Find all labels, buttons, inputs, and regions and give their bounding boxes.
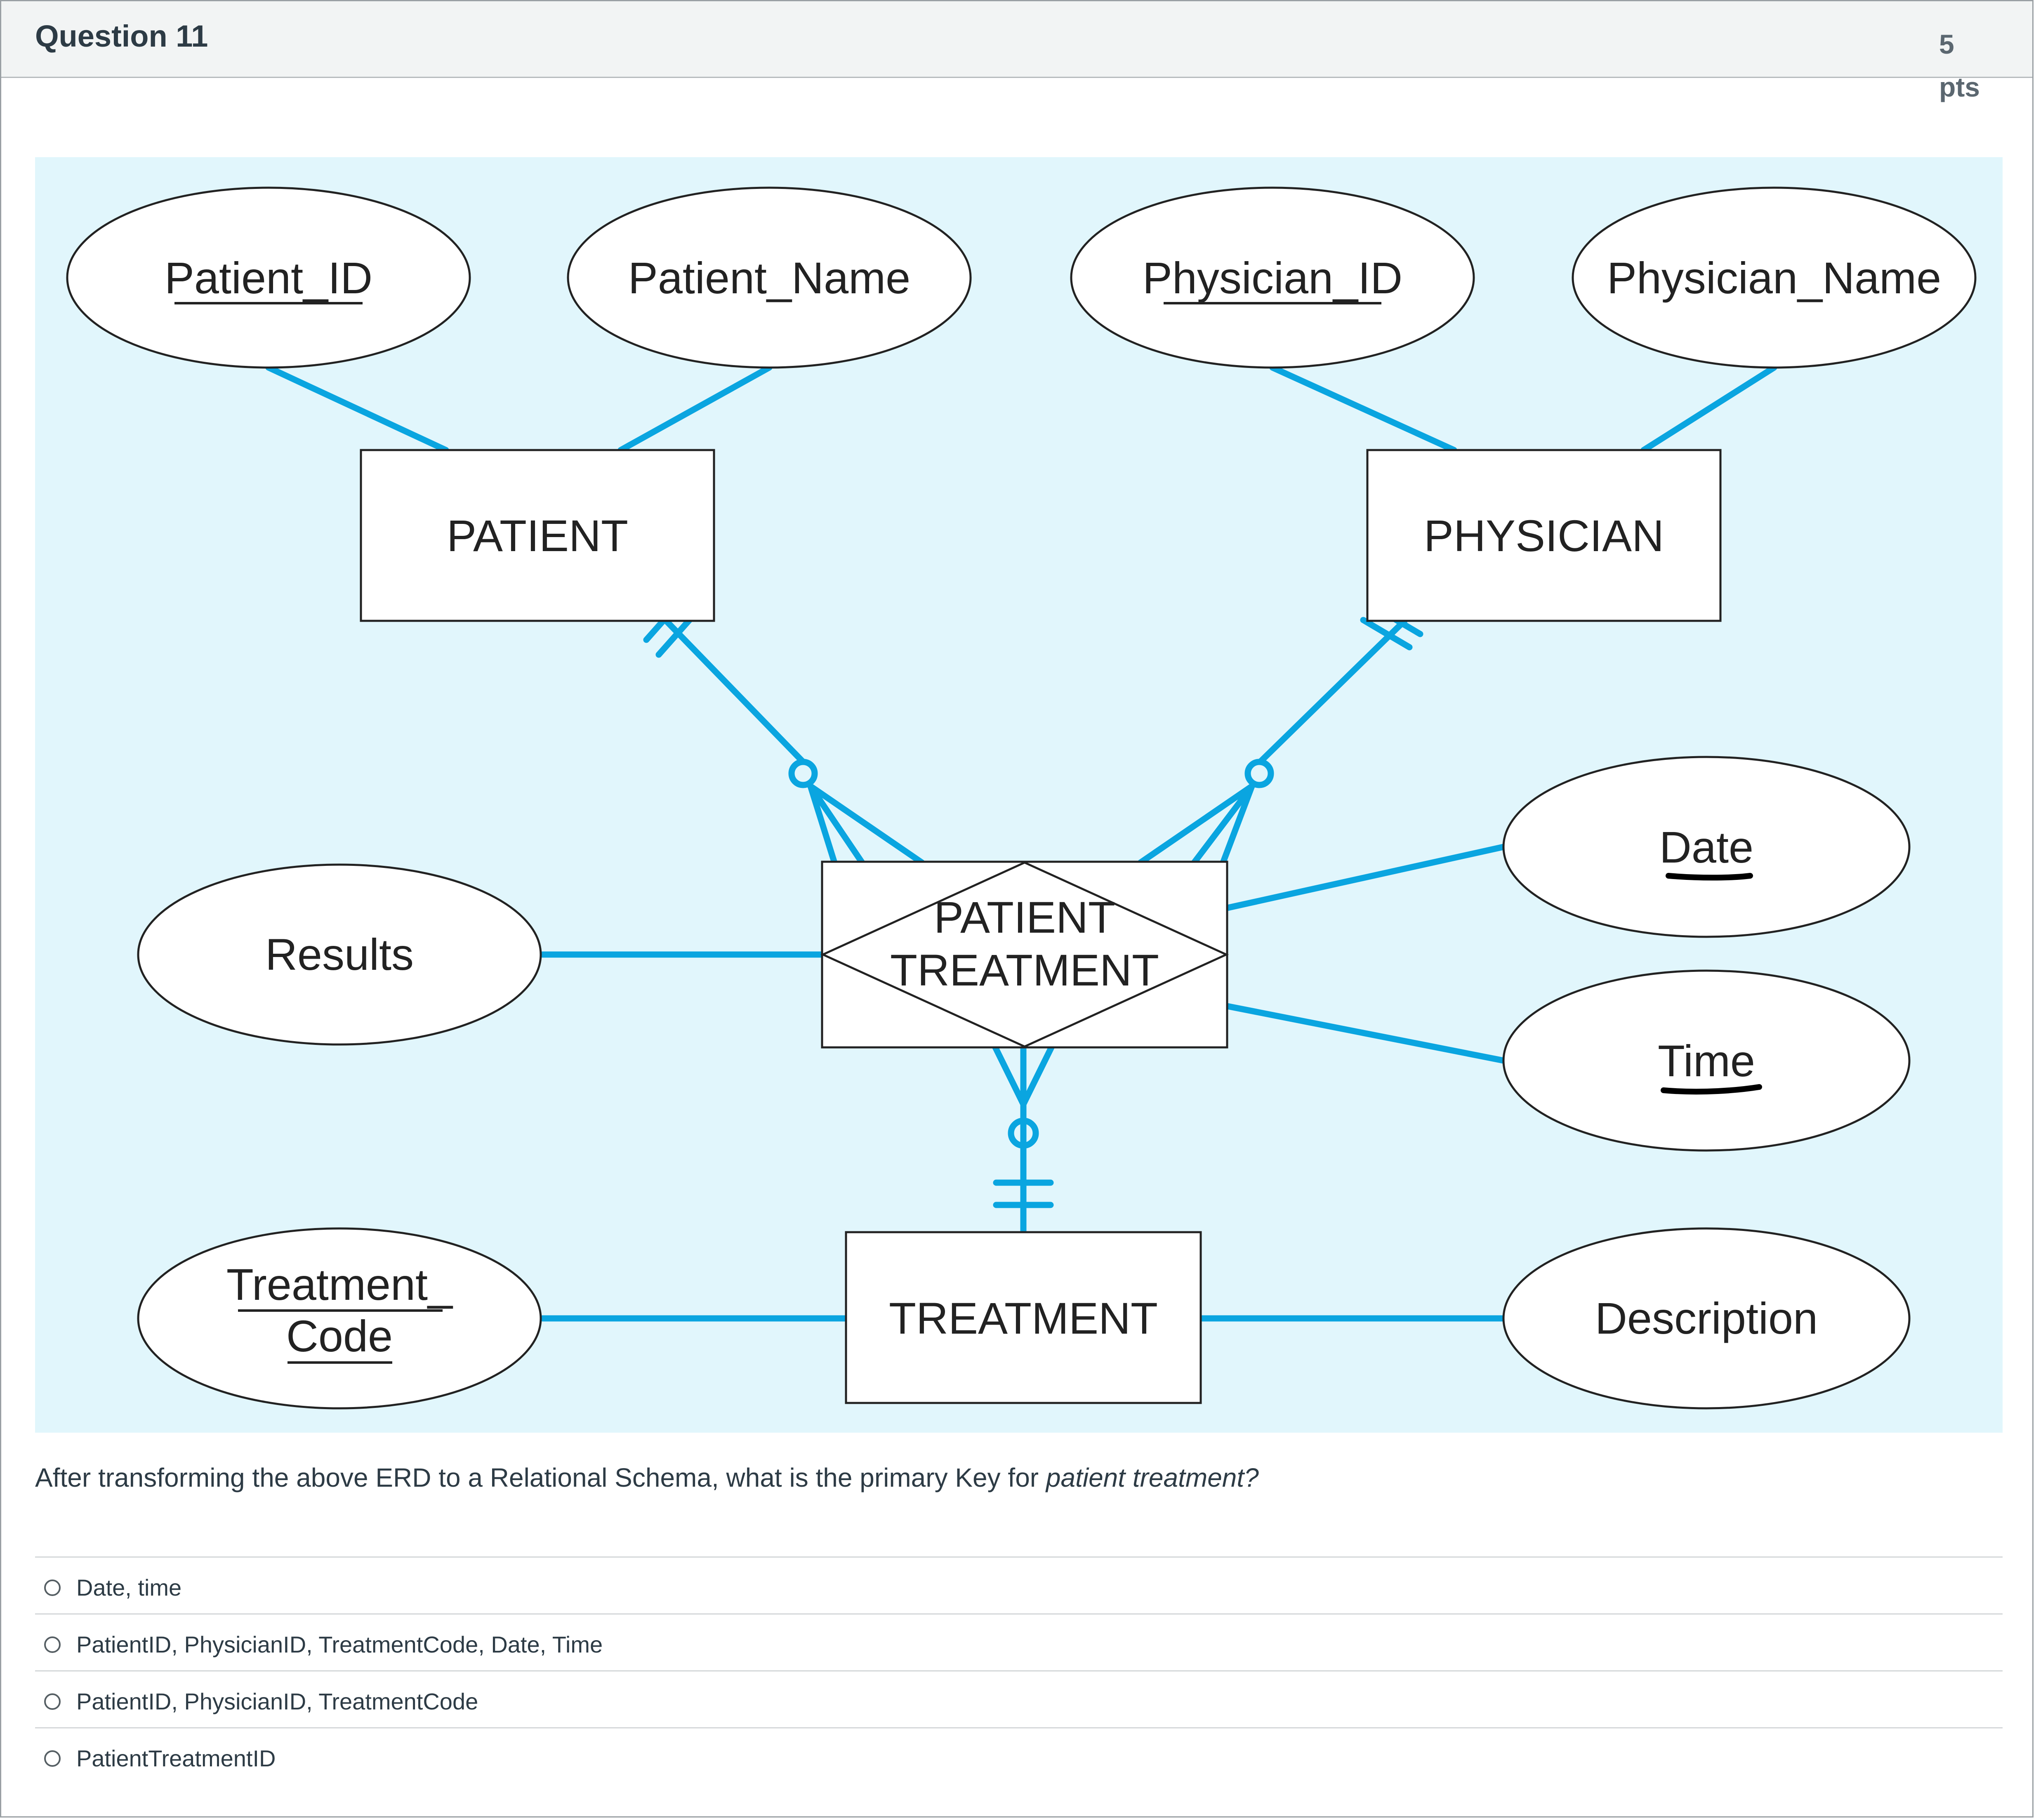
line-patient-id (265, 364, 449, 453)
erd-shapes (66, 186, 1977, 1410)
patient-crowfoot-right (807, 783, 925, 866)
erd-diagram: Patient_ID Patient_Name Physician_ID Phy… (35, 157, 2003, 1433)
question-header: Question 11 5 pts (1, 1, 2032, 102)
answer-label: PatientID, PhysicianID, TreatmentCode (76, 1688, 478, 1714)
label-physician-name: Physician_Name (1607, 253, 1941, 303)
attribute-patient-id (66, 186, 471, 369)
answer-label: PatientID, PhysicianID, TreatmentCode, D… (76, 1631, 603, 1657)
answer-option-3[interactable]: PatientID, PhysicianID, TreatmentCode (35, 1670, 2003, 1727)
label-patient-id: Patient_ID (165, 253, 372, 303)
label-results: Results (265, 929, 414, 979)
treatment-crowfoot-left (992, 1044, 1027, 1108)
label-entity-patient: PATIENT (447, 511, 628, 561)
line-date (1224, 844, 1507, 911)
attribute-physician-name (1572, 186, 1977, 369)
patient-crowfoot-left (807, 783, 838, 866)
attribute-description (1502, 1227, 1911, 1410)
radio-button[interactable] (44, 1693, 61, 1710)
label-description: Description (1595, 1293, 1818, 1343)
physician-mandatory-bar-2 (1360, 617, 1413, 651)
answer-list: Date, time PatientID, PhysicianID, Treat… (35, 1556, 2003, 1784)
radio-button[interactable] (44, 1580, 61, 1596)
label-treatment-code-line-2: Code (286, 1311, 393, 1361)
label-patient-name: Patient_Name (628, 253, 910, 303)
answer-option-1[interactable]: Date, time (35, 1556, 2003, 1613)
key-underlines (174, 302, 1381, 1364)
label-associative-line-1: PATIENT (934, 892, 1115, 942)
label-associative-line-2: TREATMENT (890, 945, 1159, 995)
handwritten-underline-date (1666, 873, 1753, 881)
label-physician-id: Physician_ID (1143, 253, 1402, 303)
answer-option-4[interactable]: PatientTreatmentID (35, 1727, 2003, 1784)
answer-label: Date, time (76, 1575, 182, 1601)
question-prompt-text: After transforming the above ERD to a Re… (35, 1463, 1046, 1492)
label-date: Date (1659, 822, 1753, 872)
associative-relationship-diamond (820, 861, 1229, 1048)
attribute-results (137, 863, 542, 1046)
line-physician-id (1269, 364, 1457, 453)
answer-label: PatientTreatmentID (76, 1745, 276, 1771)
line-patient-relationship (663, 618, 806, 765)
handwritten-underlines (1661, 873, 1762, 1095)
attribute-time (1502, 969, 1911, 1152)
answer-option-2[interactable]: PatientID, PhysicianID, TreatmentCode, D… (35, 1613, 2003, 1670)
entity-patient (360, 449, 715, 622)
label-time: Time (1658, 1036, 1755, 1086)
treatment-optional-circle (1008, 1117, 1039, 1149)
line-patient-name (617, 364, 773, 453)
question-title: Question 11 (35, 19, 208, 53)
attribute-date (1502, 756, 1911, 938)
patient-crowfoot-middle (807, 783, 865, 866)
attribute-patient-name (567, 186, 972, 369)
label-entity-physician: PHYSICIAN (1424, 511, 1664, 561)
physician-optional-circle (1244, 759, 1274, 788)
entity-physician (1366, 449, 1722, 622)
physician-crowfoot-middle (1191, 783, 1255, 866)
physician-crowfoot-left (1137, 783, 1255, 866)
label-entity-treatment: TREATMENT (889, 1293, 1158, 1343)
patient-optional-circle (788, 759, 818, 788)
radio-button[interactable] (44, 1636, 61, 1653)
line-physician-relationship (1257, 618, 1408, 765)
radio-button[interactable] (44, 1750, 61, 1767)
entity-treatment (845, 1231, 1202, 1404)
physician-crowfoot-right (1220, 783, 1255, 866)
treatment-crowfoot-right (1020, 1044, 1055, 1108)
patient-mandatory-bar-2 (655, 615, 694, 658)
question-points: 5 pts (1939, 29, 1980, 102)
question-prompt-emphasis: patient treatment? (1046, 1463, 1259, 1492)
diagram-labels: Patient_ID Patient_Name Physician_ID Phy… (165, 253, 1941, 1361)
handwritten-underline-time (1661, 1084, 1762, 1095)
attribute-treatment-code (137, 1227, 542, 1410)
line-time (1224, 1003, 1507, 1064)
label-treatment-code-line-1: Treatment_ (226, 1259, 453, 1309)
line-physician-name (1640, 364, 1777, 453)
attribute-physician-id (1070, 186, 1475, 369)
question-prompt: After transforming the above ERD to a Re… (35, 1462, 1259, 1493)
